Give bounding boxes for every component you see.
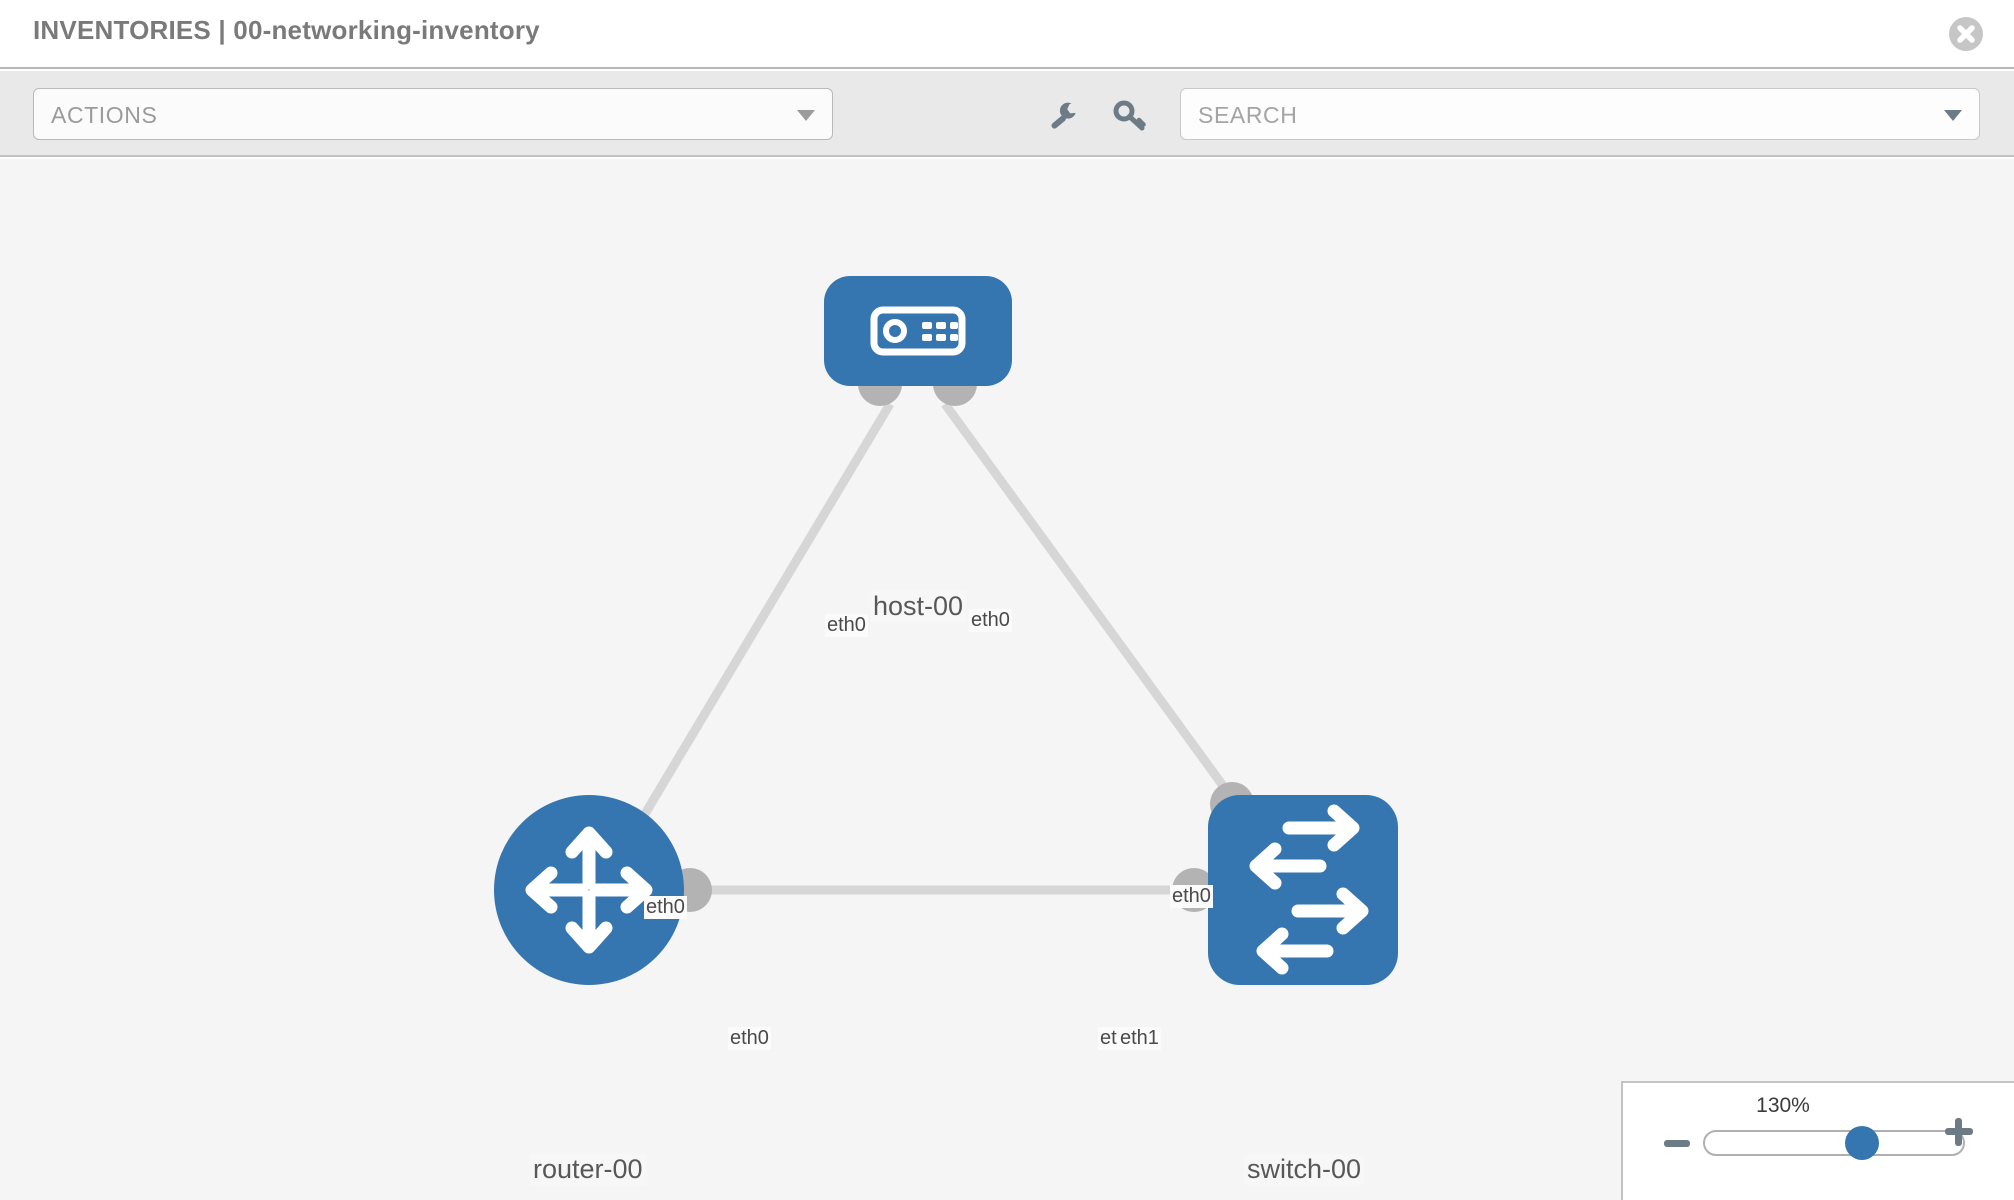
node-label-host[interactable]: host-00 <box>870 591 967 622</box>
link-router-host <box>611 401 894 867</box>
close-icon[interactable] <box>1949 17 1983 51</box>
minus-icon[interactable] <box>1664 1140 1690 1147</box>
topology-links <box>611 401 1284 895</box>
topology-graph <box>494 276 1398 985</box>
node-host-00 <box>824 276 1012 386</box>
iface-label: eth1 <box>1118 1027 1161 1050</box>
iface-label: eth0 <box>644 896 687 919</box>
iface-label: eth0 <box>969 609 1012 632</box>
node-switch-00 <box>1208 795 1398 985</box>
zoom-slider[interactable] <box>1703 1126 1965 1160</box>
iface-label: eth0 <box>728 1027 771 1050</box>
server-icon <box>870 306 966 356</box>
zoom-level-value: 130% <box>1756 1094 1810 1117</box>
actions-dropdown-label: ACTIONS <box>51 102 158 128</box>
node-label-switch[interactable]: switch-00 <box>1244 1154 1365 1185</box>
zoom-slider-thumb[interactable] <box>1845 1126 1880 1160</box>
zoom-panel: 130% <box>1621 1081 2014 1200</box>
page-title: INVENTORIES | 00-networking-inventory <box>33 15 540 45</box>
node-router-00 <box>494 795 684 985</box>
search-placeholder: SEARCH <box>1198 102 1298 128</box>
router-arrows-icon <box>525 826 653 954</box>
iface-label: eth0 <box>1170 885 1213 908</box>
actions-dropdown[interactable]: ACTIONS <box>33 88 833 140</box>
title-bar: INVENTORIES | 00-networking-inventory <box>0 0 2014 69</box>
toolbar: ACTIONS SEARCH <box>0 71 2014 157</box>
switch-arrows-icon <box>1249 804 1369 975</box>
wrench-icon[interactable] <box>1043 95 1083 135</box>
iface-label: eth0 <box>825 614 868 637</box>
topology-canvas[interactable]: host-00 router-00 switch-00 eth0 eth0 et… <box>0 159 2014 1200</box>
search-input[interactable]: SEARCH <box>1180 88 1980 140</box>
key-icon[interactable] <box>1110 95 1150 135</box>
node-label-router[interactable]: router-00 <box>530 1154 646 1185</box>
chevron-down-icon <box>797 110 815 121</box>
chevron-down-icon[interactable] <box>1944 110 1962 121</box>
